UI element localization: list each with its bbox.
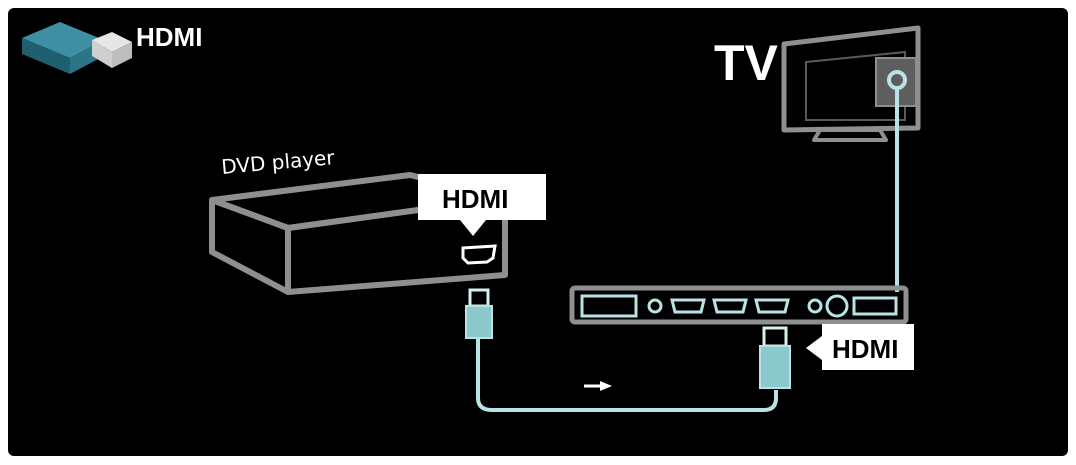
diagram-frame: HDMI TV DVD player HDMI bbox=[8, 8, 1068, 456]
tv-hdmi-callout-label: HDMI bbox=[832, 334, 898, 364]
dvd-side-plug bbox=[465, 288, 493, 339]
tv-label: TV bbox=[714, 35, 779, 91]
tv-hdmi-callout: HDMI bbox=[806, 324, 914, 370]
dvd-hdmi-port bbox=[461, 244, 497, 265]
hdmi-plug-icon bbox=[22, 22, 132, 74]
connection-diagram: HDMI TV DVD player HDMI bbox=[22, 22, 921, 412]
rear-connection-panel bbox=[569, 285, 909, 325]
dvd-player-label: DVD player bbox=[220, 145, 336, 179]
dvd-hdmi-callout: HDMI bbox=[418, 174, 546, 236]
hdmi-cable bbox=[465, 288, 791, 412]
dvd-hdmi-callout-label: HDMI bbox=[442, 184, 508, 214]
tv-side-plug bbox=[759, 326, 791, 389]
signal-direction-arrow-icon bbox=[584, 381, 612, 391]
header-title: HDMI bbox=[136, 22, 202, 52]
